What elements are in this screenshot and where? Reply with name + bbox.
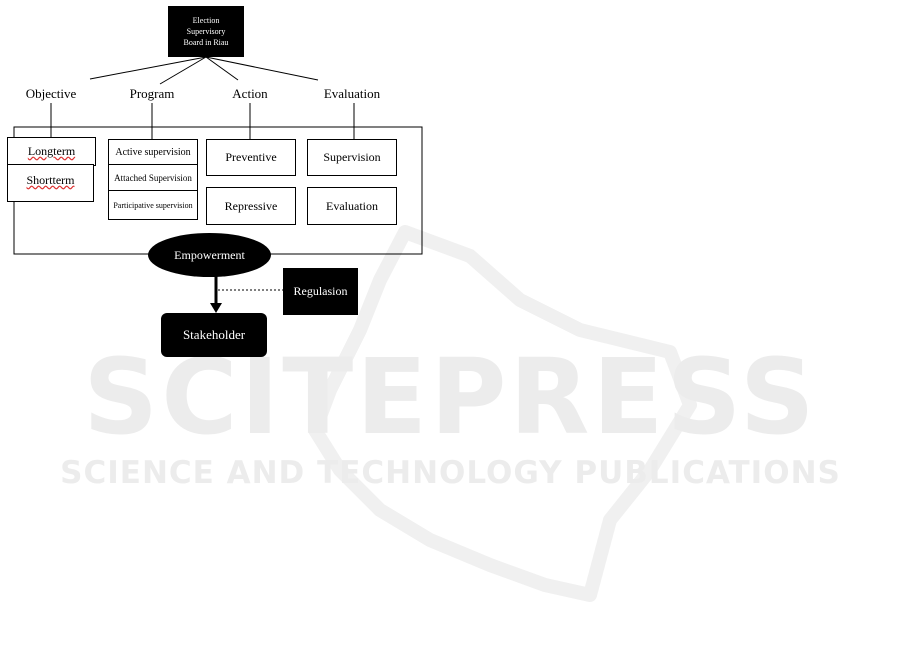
evaluation-item-evaluation: Evaluation bbox=[307, 187, 397, 225]
objective-item-shortterm: Shortterm bbox=[7, 164, 94, 202]
branch-action: Action bbox=[220, 86, 280, 102]
program-item-active: Active supervision bbox=[108, 139, 198, 166]
root-line-1: Election bbox=[193, 15, 220, 26]
stakeholder-node: Stakeholder bbox=[161, 313, 267, 357]
action-item-repressive: Repressive bbox=[206, 187, 296, 225]
action-item-preventive: Preventive bbox=[206, 139, 296, 176]
root-line-2: Supervisory bbox=[187, 26, 226, 37]
branch-program: Program bbox=[121, 86, 183, 102]
program-item-participative: Participative supervision bbox=[108, 190, 198, 220]
evaluation-item-supervision: Supervision bbox=[307, 139, 397, 176]
branch-evaluation: Evaluation bbox=[316, 86, 388, 102]
objective-item-longterm: Longterm bbox=[7, 137, 96, 166]
root-node: Election Supervisory Board in Riau bbox=[168, 6, 244, 57]
empowerment-node: Empowerment bbox=[148, 233, 271, 277]
root-line-3: Board in Riau bbox=[184, 37, 229, 48]
regulasion-node: Regulasion bbox=[283, 268, 358, 315]
program-item-attached: Attached Supervision bbox=[108, 164, 198, 192]
branch-objective: Objective bbox=[20, 86, 82, 102]
